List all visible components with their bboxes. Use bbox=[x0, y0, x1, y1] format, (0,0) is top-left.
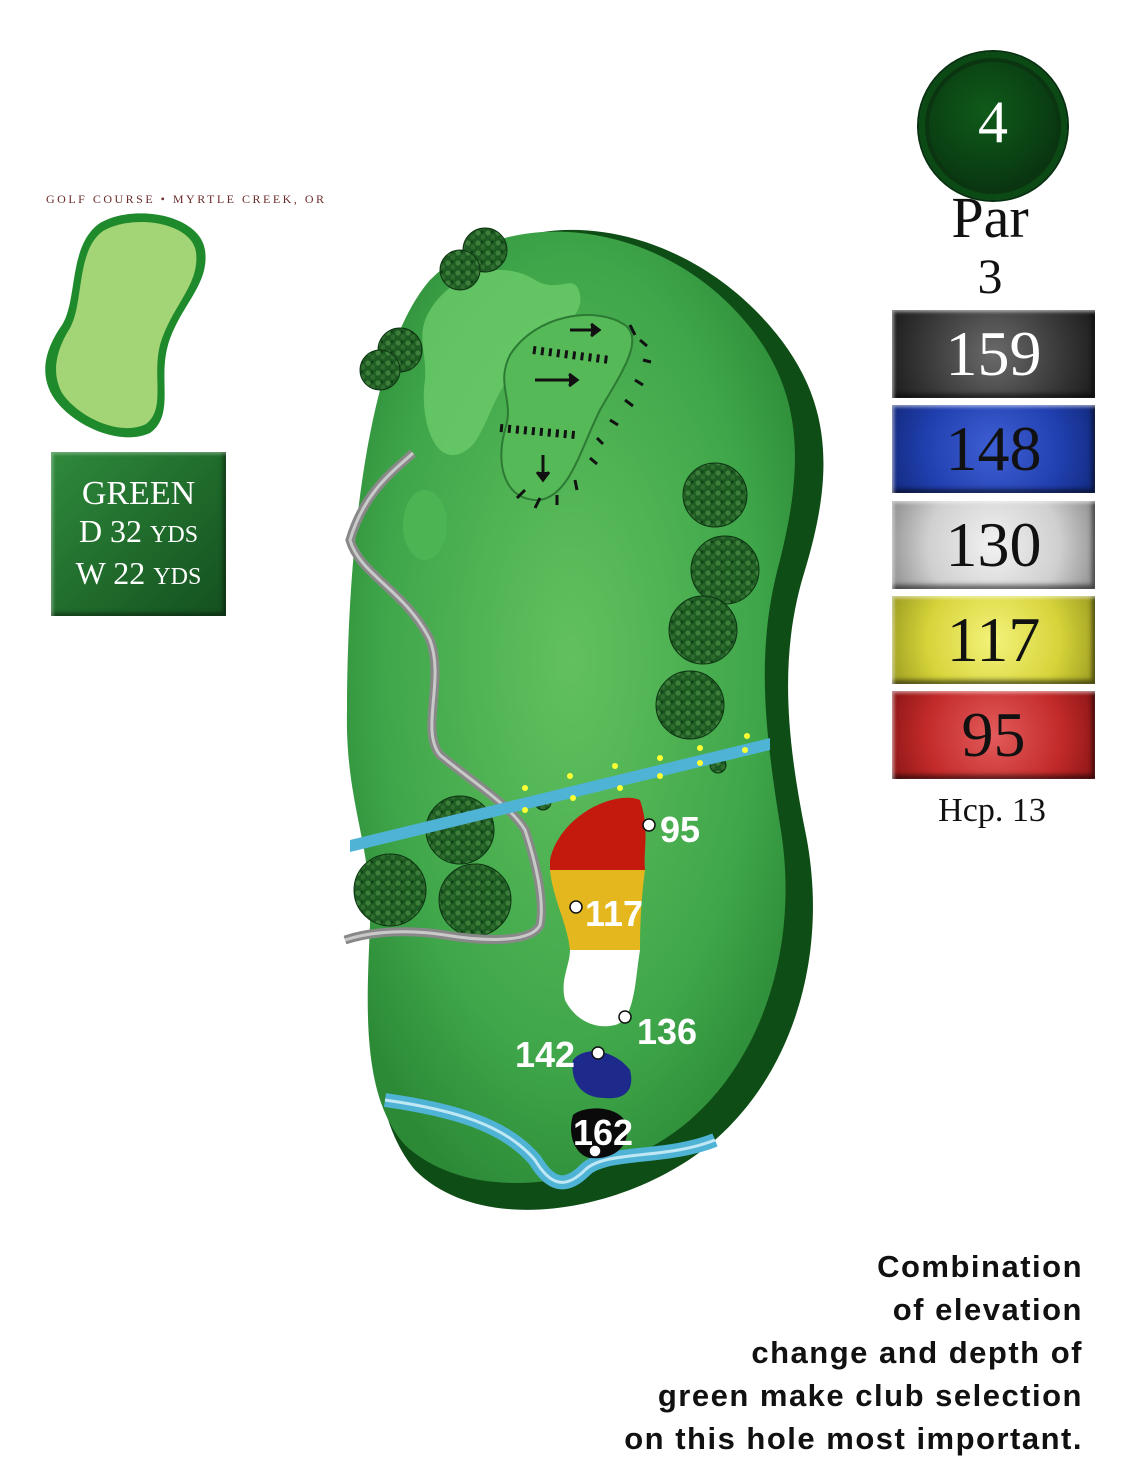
tee-white bbox=[563, 950, 640, 1027]
upper-fairway-area bbox=[500, 314, 634, 502]
creek-crossing bbox=[350, 738, 770, 852]
par-label: Par bbox=[951, 185, 1029, 250]
yardage-markers bbox=[569, 818, 656, 1158]
blue-tee-yardage: 148 bbox=[892, 405, 1095, 493]
tee-black bbox=[570, 1108, 628, 1159]
par-value: 3 bbox=[977, 248, 1003, 304]
course-name: GOLF COURSE • MYRTLE CREEK, OR bbox=[46, 192, 327, 206]
tee-blue bbox=[572, 1051, 632, 1099]
black-tee-yardage-label: 162 bbox=[573, 1112, 633, 1153]
blue-tee-yardage-label: 142 bbox=[515, 1034, 575, 1075]
note-line: green make club selection bbox=[657, 1378, 1083, 1413]
slope-markings bbox=[499, 322, 652, 509]
mound bbox=[422, 270, 581, 456]
hole-map: 95 117 136 142 162 bbox=[343, 227, 824, 1210]
small-mound bbox=[403, 490, 447, 560]
hazard-stakes bbox=[522, 733, 750, 813]
note-line: on this hole most important. bbox=[624, 1421, 1083, 1456]
green-depth: D 32 YDS bbox=[78, 513, 199, 549]
hole-note: Combination of elevation change and dept… bbox=[563, 1245, 1083, 1460]
green-dimensions-box: GREEN D 32 YDS W 22 YDS bbox=[51, 452, 226, 616]
tee-yellow bbox=[550, 870, 645, 950]
note-line: change and depth of bbox=[751, 1335, 1083, 1370]
black-tee-yardage: 159 bbox=[892, 310, 1095, 398]
hole-number: 4 bbox=[978, 89, 1008, 155]
yellow-tee-yardage-label: 117 bbox=[585, 893, 643, 934]
yellow-tee-yardage: 117 bbox=[892, 596, 1095, 684]
tee-red bbox=[550, 797, 646, 870]
note-line: of elevation bbox=[892, 1292, 1083, 1327]
hole-number-badge: 4 bbox=[919, 52, 1067, 200]
green-shape-diagram bbox=[45, 213, 206, 438]
white-tee-yardage-label: 136 bbox=[637, 1011, 697, 1052]
fairway bbox=[346, 231, 795, 1184]
green-label: GREEN bbox=[81, 475, 196, 512]
white-tee-yardage: 130 bbox=[892, 501, 1095, 589]
red-tee-yardage-label: 95 bbox=[660, 809, 700, 850]
red-tee-yardage: 95 bbox=[892, 691, 1095, 779]
handicap: Hcp. 13 bbox=[938, 792, 1046, 829]
note-line: Combination bbox=[877, 1249, 1083, 1284]
green-width: W 22 YDS bbox=[75, 555, 202, 591]
